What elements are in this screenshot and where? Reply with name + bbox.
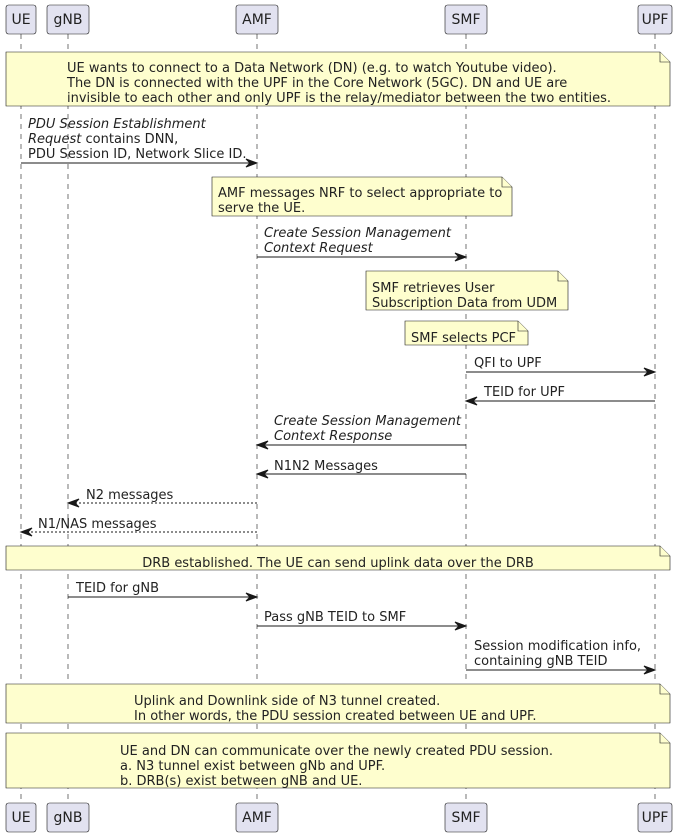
participant-label: UE: [11, 12, 30, 28]
participant-ue-top: UE: [5, 4, 37, 35]
message: N1/NAS messages: [19, 517, 257, 537]
arrowhead: [643, 367, 657, 377]
participant-label: AMF: [242, 810, 272, 826]
note-text: SMF retrieves User: [372, 281, 495, 296]
note: Uplink and Downlink side of N3 tunnel cr…: [5, 683, 671, 724]
note: DRB established. The UE can send uplink …: [5, 545, 671, 571]
note-text: Subscription Data from UDM: [372, 296, 557, 311]
note-text: Uplink and Downlink side of N3 tunnel cr…: [134, 694, 440, 709]
message: QFI to UPF: [466, 356, 657, 377]
arrowhead: [245, 158, 259, 168]
message-label: Context Response: [274, 429, 392, 444]
note-text: b. DRB(s) exist between gNB and UE.: [120, 774, 362, 789]
message-label: TEID for gNB: [75, 581, 159, 596]
message-label: Context Request: [264, 241, 374, 256]
message-label: TEID for UPF: [483, 385, 565, 400]
message-label: containing gNB TEID: [474, 654, 608, 669]
participant-upf-bottom: UPF: [637, 802, 673, 833]
participant-smf-top: SMF: [444, 4, 488, 35]
participant-label: gNB: [54, 12, 83, 28]
message: TEID for UPF: [464, 385, 655, 406]
message: Pass gNB TEID to SMF: [257, 610, 468, 631]
participant-label: SMF: [451, 810, 480, 826]
message-label: N1/NAS messages: [38, 517, 157, 532]
message-label: N2 messages: [86, 488, 174, 503]
participant-label: UPF: [642, 12, 669, 28]
arrowhead: [255, 440, 269, 450]
message-label: PDU Session Establishment: [28, 117, 207, 132]
participant-amf-top: AMF: [235, 4, 279, 35]
message: TEID for gNB: [68, 581, 259, 602]
message-label: Create Session Management: [274, 414, 462, 429]
message: N1N2 Messages: [255, 459, 466, 479]
message-label: Session modification info,: [474, 639, 641, 654]
participant-upf-top: UPF: [637, 4, 673, 35]
note-text: a. N3 tunnel exist between gNb and UPF.: [120, 759, 385, 774]
participant-ue-bottom: UE: [5, 802, 37, 833]
note-text: In other words, the PDU session created …: [134, 709, 537, 724]
note-text: The DN is connected with the UPF in the …: [66, 76, 567, 91]
message-label: Create Session Management: [264, 226, 452, 241]
participant-gnb-bottom: gNB: [46, 802, 90, 833]
message-label: Pass gNB TEID to SMF: [264, 610, 406, 625]
message-label: PDU Session ID, Network Slice ID.: [28, 147, 246, 162]
participant-label: AMF: [242, 12, 272, 28]
note: UE and DN can communicate over the newly…: [5, 732, 671, 789]
participant-smf-bottom: SMF: [444, 802, 488, 833]
arrowhead: [19, 527, 33, 537]
note: AMF messages NRF to select appropriate t…: [211, 176, 513, 217]
arrowhead: [454, 621, 468, 631]
note-text: UE and DN can communicate over the newly…: [120, 744, 553, 759]
note: UE wants to connect to a Data Network (D…: [5, 51, 671, 107]
arrowhead: [255, 469, 269, 479]
arrowhead: [643, 665, 657, 675]
participant-label: UE: [11, 810, 30, 826]
arrowhead: [66, 498, 80, 508]
note-text: invisible to each other and only UPF is …: [67, 91, 611, 106]
note-text: AMF messages NRF to select appropriate t…: [218, 186, 502, 201]
participant-label: SMF: [451, 12, 480, 28]
participant-label: UPF: [642, 810, 669, 826]
arrowhead: [454, 252, 468, 262]
note-text: SMF selects PCF: [411, 331, 516, 346]
message-label: N1N2 Messages: [274, 459, 378, 474]
message-label: Request contains DNN,: [28, 132, 178, 147]
note-text: DRB established. The UE can send uplink …: [142, 556, 534, 571]
message-label: QFI to UPF: [474, 356, 542, 371]
arrowhead: [245, 592, 259, 602]
participant-gnb-top: gNB: [46, 4, 90, 35]
message: Session modification info,containing gNB…: [466, 639, 657, 675]
arrowhead: [464, 396, 478, 406]
participant-amf-bottom: AMF: [235, 802, 279, 833]
message: N2 messages: [66, 488, 257, 508]
participant-label: gNB: [54, 810, 83, 826]
note: SMF selects PCF: [404, 320, 529, 346]
note-text: serve the UE.: [218, 201, 305, 216]
note-text: UE wants to connect to a Data Network (D…: [67, 61, 557, 76]
